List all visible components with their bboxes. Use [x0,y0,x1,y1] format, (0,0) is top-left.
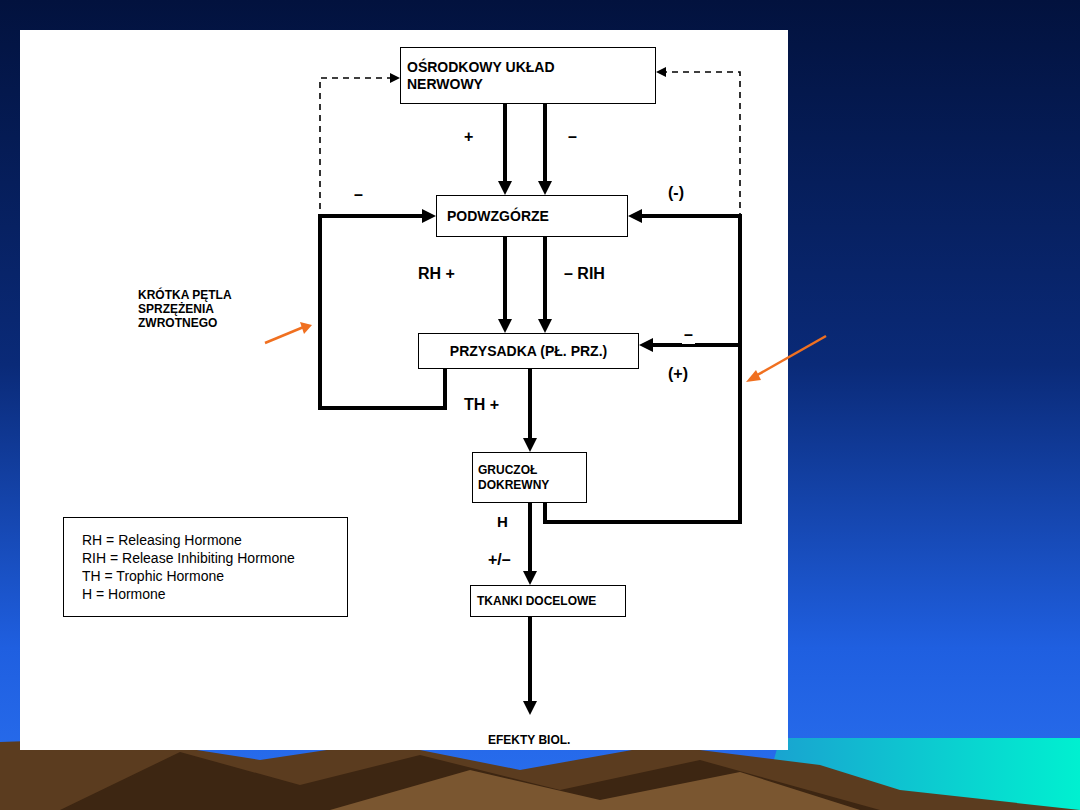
hormone-label: H [495,513,510,530]
hormone-arrow [528,369,532,440]
hormone-arrow [320,216,445,408]
legend-entry: RIH = Release Inhibiting Hormone [82,549,329,567]
node-label: TKANKI DOCELOWE [477,594,619,608]
orange-pointer [752,336,826,378]
hormone-arrow [543,237,547,321]
orange-pointer-head [746,370,761,382]
edge-label: RH + [416,265,457,283]
hormone-arrow [528,503,532,573]
organ-box: PODWZGÓRZE [436,195,628,237]
target-box: TKANKI DOCELOWE [470,585,626,617]
orange-pointer-head [300,322,312,334]
legend-entry: TH = Trophic Hormone [82,567,329,585]
legend-entry: RH = Releasing Hormone [82,531,329,549]
node-label: OŚRODKOWY UKŁAD NERWOWY [407,59,582,93]
edge-label: +/– [486,551,513,569]
node-label: PODWZGÓRZE [447,208,617,225]
organ-box: PRZYSADKA (PŁ. PRZ.) [418,333,639,369]
hormone-arrow [503,237,507,321]
hormone-arrow [503,104,507,183]
node-label: GRUCZOŁ DOKREWNY [478,463,578,492]
edge-label: – RIH [562,265,607,283]
hormone-arrow [543,104,547,183]
edge-label: (-) [666,184,686,202]
gland-box: GRUCZOŁ DOKREWNY [472,452,587,503]
mountain-shade [60,752,880,810]
mountain-light [330,770,860,810]
edge-label: – [352,186,365,204]
edge-label: – [566,128,579,146]
edge-label: TH + [462,396,501,414]
sign-label: (+) [666,365,690,383]
output-arrow [528,617,532,703]
edge-label: – [682,326,695,344]
legend-entry: H = Hormone [82,585,329,603]
node-label: PRZYSADKA (PŁ. PRZ.) [425,343,632,360]
outcome-label: EFEKTY BIOL. [486,734,572,748]
system-box: OŚRODKOWY UKŁAD NERWOWY [400,47,656,104]
edge-label: + [462,128,475,146]
white-panel [20,30,788,750]
legend-box: RH = Releasing HormoneRIH = Release Inhi… [63,517,348,617]
callout-note: KRÓTKA PĘTLA SPRZĘŻENIA ZWROTNEGO [136,289,275,330]
